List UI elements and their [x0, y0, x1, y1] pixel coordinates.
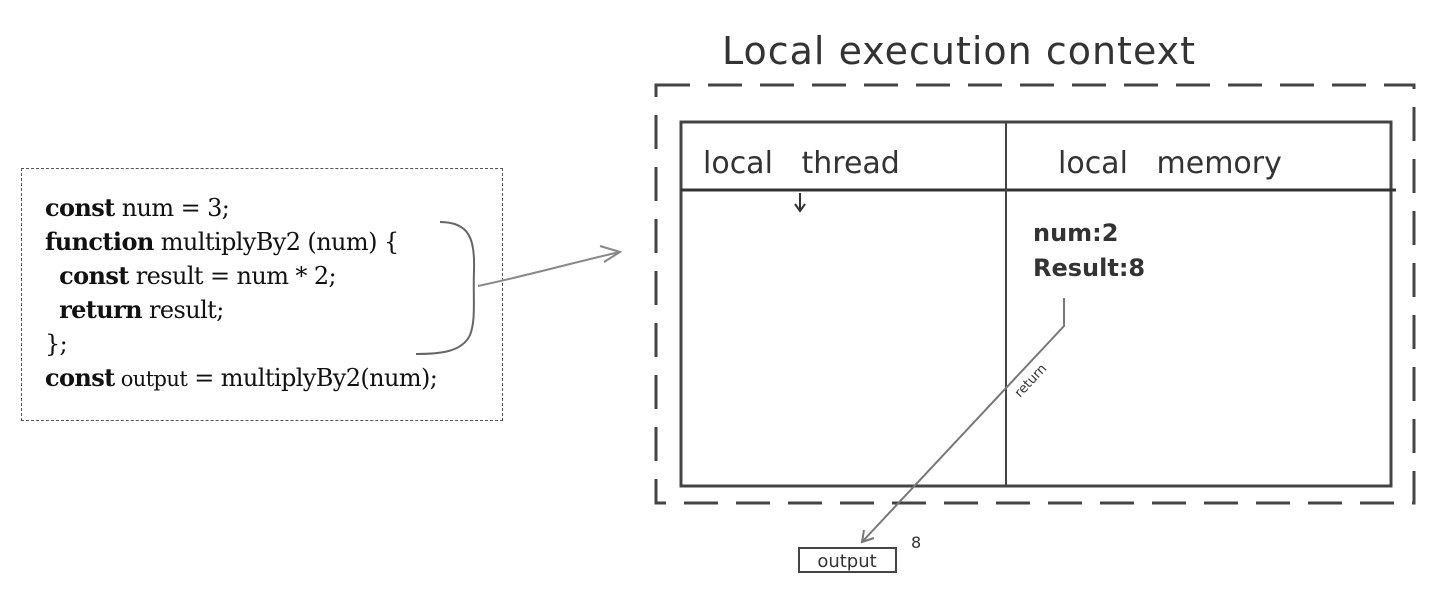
code-line-4: return result; [45, 295, 224, 324]
bracket-arrow [477, 251, 621, 287]
local-thread-label: local thread [703, 146, 900, 181]
return-arrow [861, 298, 1065, 543]
keyword: const [59, 261, 129, 290]
code-line-5: }; [45, 330, 68, 358]
code-line-3: const result = num * 2; [45, 261, 337, 290]
bracket-arrow-head [599, 245, 623, 263]
code-text: = multiplyBy2(num); [187, 364, 438, 392]
keyword: const [45, 193, 115, 222]
memory-item-num: num:2 [1033, 219, 1118, 247]
context-table [679, 120, 1393, 488]
keyword: return [59, 295, 143, 324]
return-arrow-head [860, 529, 875, 544]
output-value: 8 [911, 533, 921, 552]
code-line-1: const num = 3; [45, 193, 230, 222]
execution-context-frame [654, 83, 1416, 505]
memory-item-result: Result:8 [1033, 254, 1145, 282]
code-line-2: function multiplyBy2 (num) { [45, 227, 399, 256]
code-text: output [114, 367, 188, 391]
code-text: result; [142, 296, 224, 324]
code-snippet-box: const num = 3; function multiplyBy2 (num… [21, 168, 503, 421]
function-bracket [415, 221, 476, 355]
thread-arrow [794, 193, 806, 213]
code-text: }; [45, 330, 68, 358]
code-snippet: const num = 3; function multiplyBy2 (num… [45, 191, 438, 396]
return-label: return [1012, 361, 1050, 400]
keyword: function [45, 227, 154, 256]
code-line-6: const output = multiplyBy2(num); [45, 363, 438, 392]
code-text: num = 3; [114, 194, 230, 222]
code-text: result = num * 2; [128, 262, 337, 290]
local-memory-label: local memory [1058, 146, 1282, 181]
diagram-title: Local execution context [722, 29, 1196, 73]
output-box [798, 547, 897, 573]
code-text: multiplyBy2 (num) { [153, 228, 399, 256]
keyword: const [45, 363, 115, 392]
output-label: output [817, 551, 876, 572]
